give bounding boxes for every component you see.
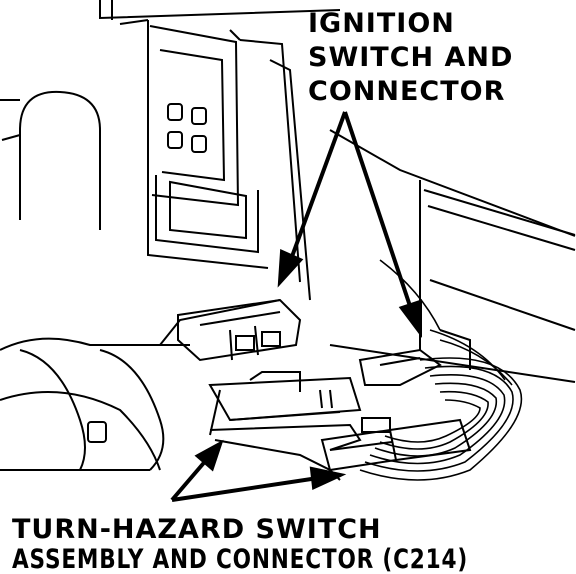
dashboard-panel: [99, 0, 576, 383]
ignition-label-line-3: CONNECTOR: [308, 76, 505, 107]
turn-hazard-switch: [208, 371, 362, 481]
turn-hazard-arrows: [170, 439, 347, 502]
panel-buttons: [167, 103, 207, 153]
turn-hazard-label-line-2: ASSEMBLY AND CONNECTOR (C214): [12, 544, 468, 574]
ignition-label-line-2: SWITCH AND: [308, 42, 513, 73]
ignition-label-line-1: IGNITION: [308, 8, 455, 39]
ignition-arrows: [277, 111, 422, 338]
wire-harness: [359, 259, 523, 481]
steering-column: [0, 90, 281, 471]
ignition-switch: [177, 298, 302, 362]
ignition-callout: IGNITION SWITCH AND CONNECTOR: [308, 8, 513, 107]
turn-hazard-callout: TURN-HAZARD SWITCH ASSEMBLY AND CONNECTO…: [12, 514, 468, 574]
turn-hazard-label-line-1: TURN-HAZARD SWITCH: [12, 514, 382, 545]
